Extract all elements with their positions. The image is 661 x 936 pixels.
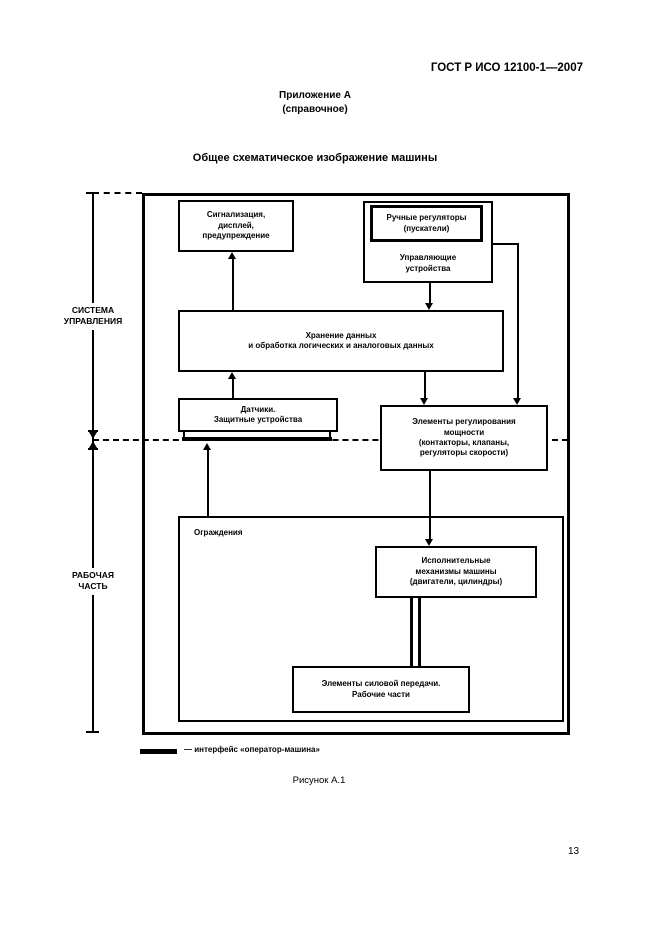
box-signaling: Сигнализация, дисплей, предупреждение [178, 200, 294, 252]
arrow-down-icon [420, 398, 428, 405]
box-power-transmission: Элементы силовой передачи. Рабочие части [292, 666, 470, 713]
figure-title: Общее схематическое изображение машины [192, 152, 438, 164]
arrow-down-icon [425, 539, 433, 546]
box-sensors: Датчики. Защитные устройства [178, 398, 338, 432]
connector-actuators-to-transmission-right [418, 598, 421, 666]
machine-frame [142, 193, 570, 735]
connector-storage-to-power-regulation [424, 372, 426, 400]
connector-power-regulation-to-actuators [429, 471, 431, 541]
annex-title: Приложение А [279, 90, 351, 101]
box-manual-controls: Ручные регуляторы (пускатели) [370, 205, 483, 242]
arrow-up-icon [89, 441, 97, 448]
connector-controls-to-storage [429, 283, 431, 305]
arrow-up-icon [228, 372, 236, 379]
box-actuators: Исполнительные механизмы машины (двигате… [375, 546, 537, 598]
dimension-line [92, 193, 94, 733]
document-code: ГОСТ Р ИСО 12100-1—2007 [430, 62, 583, 74]
connector-controls-to-power-regulation-h [493, 243, 519, 245]
interface-line-leg-right [329, 432, 331, 438]
legend-interface-line [140, 749, 177, 754]
legend-label: — интерфейс «оператор-машина» [184, 745, 320, 754]
connector-storage-to-signaling [232, 257, 234, 310]
arrow-down-icon [89, 432, 97, 439]
sensors-interface-line [182, 437, 332, 441]
box-data-processing: Хранение данных и обработка логических и… [178, 310, 504, 372]
arrow-down-icon [513, 398, 521, 405]
page-number: 13 [568, 846, 580, 857]
arrow-down-icon [425, 303, 433, 310]
dimension-tick-top [86, 192, 99, 194]
connector-controls-to-power-regulation-v [517, 243, 519, 400]
connector-sensors-to-storage [232, 377, 234, 398]
dimension-tick-bottom [86, 731, 99, 733]
dimension-tick-mid-upper [88, 430, 98, 432]
arrow-up-icon [203, 443, 211, 450]
label-working-part: РАБОЧАЯ ЧАСТЬ [68, 568, 118, 595]
dimension-dash-top [93, 192, 142, 194]
box-power-regulation: Элементы регулирования мощности (контакт… [380, 405, 548, 471]
arrow-up-icon [228, 252, 236, 259]
connector-guards-to-interface [207, 448, 209, 516]
connector-actuators-to-transmission-left [410, 598, 413, 666]
interface-line-leg-left [183, 432, 185, 438]
label-control-system: СИСТЕМА УПРАВЛЕНИЯ [60, 303, 126, 330]
dimension-tick-mid-lower [88, 448, 98, 450]
annex-type: (справочное) [282, 104, 348, 115]
figure-caption: Рисунок А.1 [292, 775, 346, 786]
